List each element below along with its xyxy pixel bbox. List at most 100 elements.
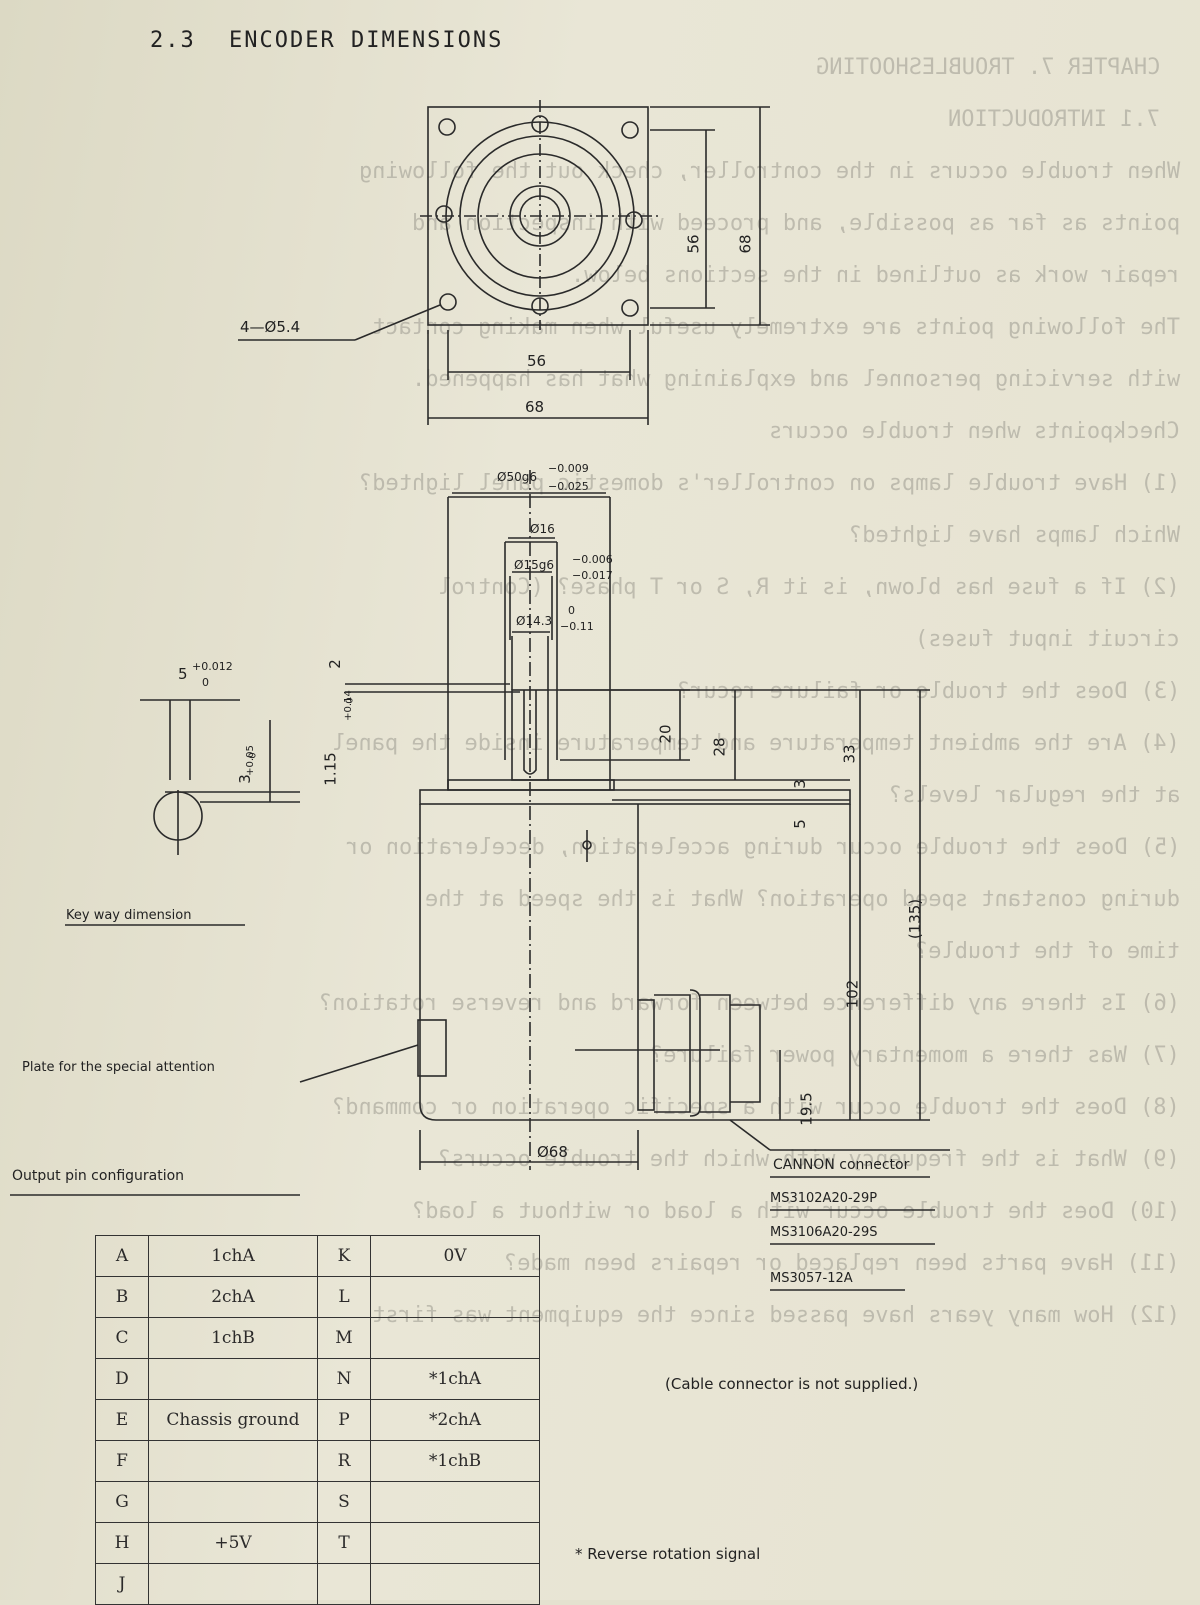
keyway-width-tol-upper: +0.012 — [192, 660, 233, 673]
dim-102: 102 — [843, 979, 862, 1009]
keyway-depth-tol-upper: +0.05 — [244, 745, 256, 776]
pin-letter: L — [317, 1276, 371, 1318]
connector-part-3: MS3057-12A — [770, 1271, 853, 1286]
attention-plate — [417, 1019, 447, 1077]
pin-letter: G — [95, 1481, 149, 1523]
pin-signal — [148, 1563, 318, 1605]
pin-letter: N — [317, 1358, 371, 1400]
pin-letter: T — [317, 1522, 371, 1564]
tol-key-lower: −0.11 — [560, 620, 594, 633]
reverse-note: * Reverse rotation signal — [575, 1545, 761, 1563]
pin-signal: 1chB — [148, 1317, 318, 1359]
pin-signal: *1chA — [370, 1358, 540, 1400]
pin-signal: *2chA — [370, 1399, 540, 1441]
dim-28: 28 — [710, 737, 729, 757]
pin-signal: +5V — [148, 1522, 318, 1564]
pin-letter: K — [317, 1235, 371, 1277]
pin-letter: R — [317, 1440, 371, 1482]
flange — [419, 789, 851, 805]
pin-letter: B — [95, 1276, 149, 1318]
dim-135: (135) — [906, 898, 925, 940]
front-view — [238, 100, 770, 425]
pin-signal: *1chB — [370, 1440, 540, 1482]
pin-signal — [148, 1440, 318, 1482]
pin-letter: D — [95, 1358, 149, 1400]
dim-2: 2 — [325, 659, 344, 669]
dim-19-5: 19.5 — [797, 1092, 816, 1126]
dim-1-15: 1.15 — [321, 752, 340, 786]
dim-20: 20 — [656, 724, 675, 744]
cable-note: (Cable connector is not supplied.) — [665, 1375, 919, 1393]
pin-signal — [370, 1563, 540, 1605]
mount-hole — [621, 299, 639, 317]
section-heading: 2.3 ENCODER DIMENSIONS — [150, 28, 521, 53]
pin-letter: P — [317, 1399, 371, 1441]
dim-33: 33 — [840, 744, 859, 764]
pin-letter: H — [95, 1522, 149, 1564]
connector-title: CANNON connector — [773, 1157, 910, 1173]
dim-hole-spacing-v: 56 — [684, 234, 703, 254]
mount-hole — [439, 293, 457, 311]
dim-5: 5 — [790, 819, 809, 829]
keyway-depth-tol-lower: 0 — [247, 752, 259, 759]
keyway-detail — [65, 699, 300, 926]
pin-signal — [148, 1358, 318, 1400]
tol-spigot-lower: −0.025 — [548, 480, 589, 493]
spigot — [447, 779, 615, 791]
pin-letter: C — [95, 1317, 149, 1359]
keyway-width-tol-lower: 0 — [202, 676, 209, 689]
dim-hole-spacing-h: 56 — [527, 352, 547, 370]
pin-letter: J — [95, 1563, 149, 1605]
side-view — [299, 470, 950, 1170]
dim-3: 3 — [790, 779, 809, 789]
connector-base — [637, 999, 655, 1111]
pin-signal: Chassis ground — [148, 1399, 318, 1441]
tol-shaft-upper: −0.006 — [572, 553, 613, 566]
connector-body — [730, 1004, 761, 1103]
pin-letter: E — [95, 1399, 149, 1441]
mount-hole — [435, 205, 453, 223]
pin-signal — [370, 1317, 540, 1359]
hole-callout: 4—Ø5.4 — [240, 318, 301, 336]
dia-shaft: Ø15g6 — [514, 558, 554, 572]
tol-shaft-lower: −0.017 — [572, 569, 613, 582]
dia-boss: Ø16 — [530, 522, 555, 536]
connector-part-2: MS3106A20-29S — [770, 1225, 878, 1240]
mount-hole — [438, 118, 456, 136]
pin-signal — [370, 1276, 540, 1318]
keyway-label: Key way dimension — [66, 908, 192, 923]
pin-signal — [148, 1481, 318, 1523]
pin-letter: M — [317, 1317, 371, 1359]
pin-config-title: Output pin configuration — [12, 1168, 185, 1184]
dia-body: Ø68 — [537, 1143, 568, 1161]
tol-1-15-lower: 0 — [344, 697, 356, 704]
mount-hole — [621, 121, 639, 139]
connector-part-1: MS3102A20-29P — [770, 1191, 878, 1206]
pin-letter — [317, 1563, 371, 1605]
keyway-width: 5 — [178, 665, 188, 683]
tol-1-15-upper: +0.14 — [342, 690, 354, 721]
dim-flange-width: 68 — [525, 398, 545, 416]
keyway-slot — [523, 690, 537, 775]
dim-flange-height: 68 — [736, 234, 755, 254]
pin-signal — [370, 1522, 540, 1564]
tol-spigot-upper: −0.009 — [548, 462, 589, 475]
mount-hole — [625, 211, 643, 229]
dia-flange-spigot: Ø50g6 — [497, 470, 537, 484]
pin-signal: 2chA — [148, 1276, 318, 1318]
pin-signal: 0V — [370, 1235, 540, 1277]
pin-row: J — [95, 1563, 540, 1605]
tol-key-upper: 0 — [568, 604, 575, 617]
pin-letter: S — [317, 1481, 371, 1523]
pin-letter: A — [95, 1235, 149, 1277]
pin-signal: 1chA — [148, 1235, 318, 1277]
